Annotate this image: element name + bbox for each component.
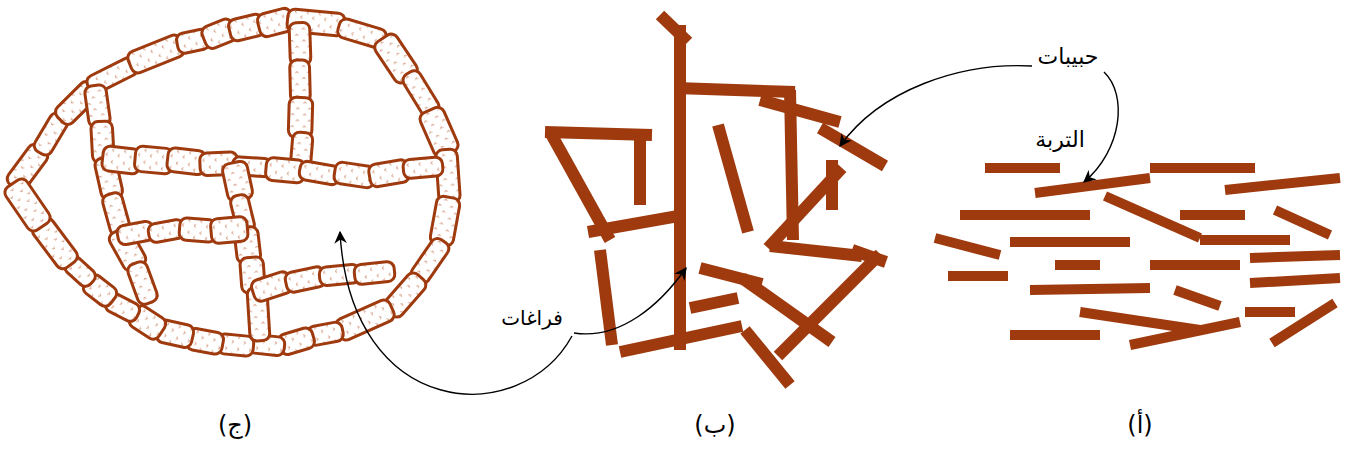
aggregated-structure [2,7,461,357]
soil-particle [1150,260,1240,270]
aggregate-grain [403,157,444,179]
leader-line [840,66,1032,146]
callout-label: فراغات [501,306,563,330]
soil-particle [1275,210,1330,235]
flocculated-structure [545,15,886,385]
soil-particle [676,88,795,92]
soil-particle [1150,163,1255,173]
soil-particle [545,132,652,135]
soil-particle [1272,303,1335,343]
soil-particle [1250,278,1340,283]
aggregate-grain [354,261,396,285]
soil-particle [1225,178,1340,190]
soil-particle [1035,178,1150,193]
soil-particle [1200,235,1290,245]
soil-particle [634,135,646,205]
soil-particle [718,125,748,232]
soil-particle [770,246,862,256]
soil-particle [1010,237,1130,247]
leader-line [340,232,572,394]
leader-line [1084,72,1118,182]
soil-particle [1130,322,1240,345]
soil-particle [760,100,840,122]
panel-letter: (أ) [1127,411,1152,440]
soil-particle [1175,290,1220,306]
soil-particle [960,210,1090,220]
callout-label: التربة [1035,127,1085,153]
aggregate-grain [126,260,159,307]
soil-particle [1055,260,1100,270]
soil-particle [985,163,1060,173]
leader-lines [340,66,1118,395]
callout-label: حبيبات [1038,44,1099,70]
soil-particle [674,25,686,350]
panel-letter: (ج) [218,411,252,440]
soil-particle [660,15,688,42]
soil-particle [1030,288,1150,290]
soil-particle [690,298,738,308]
dispersed-structure [935,168,1340,345]
soil-particle [935,238,1000,255]
aggregate-grain [210,216,249,244]
soil-particle [948,271,1008,281]
soil-particle [1245,307,1295,317]
soil-particle [778,254,880,356]
soil-particle [1010,330,1100,340]
leader-line [574,268,686,334]
panel-letter: (ب) [694,411,735,440]
soil-particle [700,268,762,284]
soil-particle [1180,210,1245,220]
soil-particle [768,168,842,248]
soil-particle [588,215,684,232]
soil-particle [620,326,742,352]
soil-particle [1080,312,1200,330]
aggregate-grain [2,176,53,234]
soil-particle [1250,255,1340,258]
